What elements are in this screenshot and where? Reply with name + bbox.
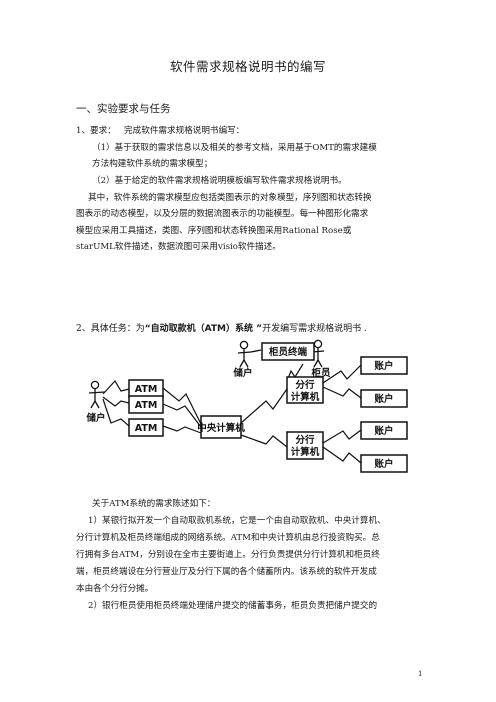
atm-label-2: ATM [135,400,158,411]
item-2-line: （2）基于给定的软件需求规格说明模板编写软件需求规格说明书。 [92,176,347,186]
task-rest: 开发编写需求规格说明书 . [262,324,367,334]
account-label-1: 账户 [373,360,393,372]
branch-computer-box-2 [286,431,324,460]
atm-network-diagram: 柜员终端 储户 柜员 储户 ATM ATM ATM 中央计算机 分行 计算机 分… [86,339,408,473]
requirement-1-line-c: 行拥有多台ATM，分别设在全市主要街道上。分行负责提供分行计算机和柜员终 [76,550,380,560]
requirement-1-line-e: 本由各个分行分摊。 [76,584,154,594]
teller-figure [313,339,323,349]
paragraph-line-a: 其中，软件系统的需求模型应包括类图表示的对象模型，序列图和状态转换 [88,193,372,203]
requirement-1-line-b: 分行计算机及柜员终端组成的网络系统。ATM和中央计算机由总行投资购买。总 [76,533,380,543]
requirement-text: 完成软件需求规格说明书编写： [124,126,245,136]
depositor-left-label: 储户 [86,412,105,424]
account-box-2 [360,389,408,408]
task-emphasis: “自动取款机（ATM）系统 ” [144,324,263,334]
paragraph-line-b: 图表示的动态模型，以及分层的数据流图表示的功能模型。每一种图形化需求 [76,209,369,219]
account-box-4 [360,454,408,473]
paragraph-line-c: 模型应采用工具描述，类图、序列图和状态转换图采用Rational Rose或 [76,226,352,236]
atm-box-2 [128,395,164,414]
paragraph-line-d: starUML软件描述，数据流图可采用visio软件描述。 [76,242,281,252]
requirement-2-line-a: 2）银行柜员使用柜员终端处理储户提交的储蓄事务，柜员负责把储户提交的 [88,601,378,611]
atm-label-1: ATM [135,384,158,395]
account-label-2: 账户 [373,393,393,405]
requirement-1-line-d: 端，柜员终端设在分行营业厅及分行下属的各个储蓄所内。该系统的软件开发成 [76,567,377,577]
teller-terminal-label: 柜员终端 [268,346,308,358]
item-1-line-a: （1）基于获取的需求信息以及相关的参考文档，采用基于OMT的需求建模 [92,143,377,153]
page-title: 软件需求规格说明书的编写 [169,59,326,74]
requirement-1-line-a: 1）某银行拟开发一个自动取款机系统，它是一个由自动取款机、中央计算机、 [88,516,386,526]
teller-label: 柜员 [310,367,331,379]
depositor-top-figure [239,340,249,350]
depositor-left-figure [90,380,100,390]
branch-2-label-line-1: 分行 [295,434,315,446]
requirement-line: 1、要求： 完成软件需求规格说明书编写： [76,125,244,137]
item-1-line-b: 方法构建软件系统的需求模型； [92,159,213,169]
depositor-top-label: 储户 [233,367,252,379]
branch-1-label-line-1: 分行 [295,379,315,391]
teller-terminal-box [261,342,315,361]
branch-2-label-line-2: 计算机 [291,446,320,458]
central-computer-label: 中央计算机 [197,422,245,434]
branch-computer-box-1 [286,376,324,404]
task-line: 2、具体任务：为“自动取款机（ATM）系统 ”开发编写需求规格说明书 . [76,321,367,334]
atm-box-3 [128,418,164,437]
requirement-label: 1、要求： [76,126,116,136]
central-computer-box [200,415,242,439]
account-box-3 [360,421,408,440]
account-box-1 [360,356,408,375]
branch-1-label-line-2: 计算机 [291,391,320,403]
account-label-3: 账户 [373,425,393,437]
task-label: 2、具体任务：为 [76,324,145,334]
section-heading: 一、实验要求与任务 [76,103,171,115]
atm-label-3: ATM [135,423,158,434]
intro-line: 关于ATM系统的需求陈述如下： [92,499,216,509]
page-number: 1 [418,670,423,678]
account-label-4: 账户 [373,458,393,470]
